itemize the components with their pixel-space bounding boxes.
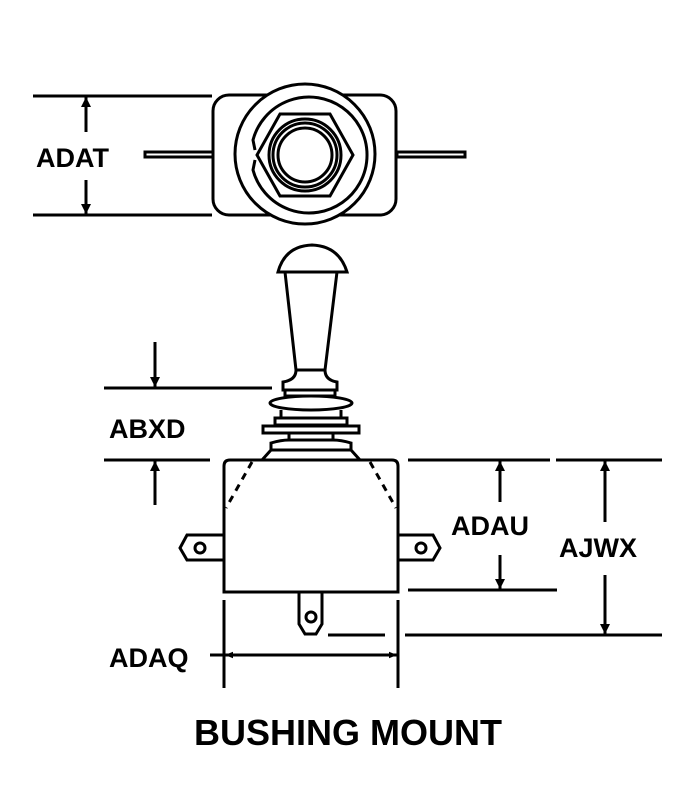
right-terminal-hole — [414, 541, 428, 555]
hex-nut — [255, 112, 355, 198]
dimension-label-adat: ADAT — [36, 143, 109, 173]
dimension-label-ajwx: AJWX — [559, 533, 637, 563]
left-terminal-hole — [193, 541, 207, 555]
left-terminal — [178, 533, 224, 562]
bushing-neck — [287, 431, 335, 442]
bushing-mid — [271, 121, 339, 189]
dimension-label-adau: ADAU — [451, 511, 529, 541]
lever — [283, 271, 339, 372]
lever-collar — [281, 369, 339, 392]
boot-ring-2 — [273, 416, 349, 427]
bushing-inner — [276, 126, 334, 184]
boot-washer — [268, 394, 354, 412]
bottom-terminal-hole — [304, 610, 318, 624]
right-terminal — [398, 533, 442, 562]
outer-ring — [233, 82, 377, 226]
switch-body — [222, 458, 400, 594]
side-view — [178, 243, 442, 636]
right-wire — [395, 150, 467, 159]
dimension-label-adaq: ADAQ — [109, 643, 189, 673]
dimension-label-abxd: ABXD — [109, 414, 186, 444]
dimension-lines — [33, 94, 662, 688]
lever-knob — [276, 243, 350, 274]
bushing-base — [260, 448, 362, 462]
nut — [269, 438, 353, 450]
bottom-terminal — [297, 592, 324, 636]
hidden-lines — [224, 461, 398, 509]
diagram-title: BUSHING MOUNT — [194, 712, 502, 753]
left-wire — [143, 150, 215, 159]
top-view — [143, 82, 467, 226]
bushing-outer — [267, 117, 343, 193]
lock-washer — [251, 95, 369, 215]
